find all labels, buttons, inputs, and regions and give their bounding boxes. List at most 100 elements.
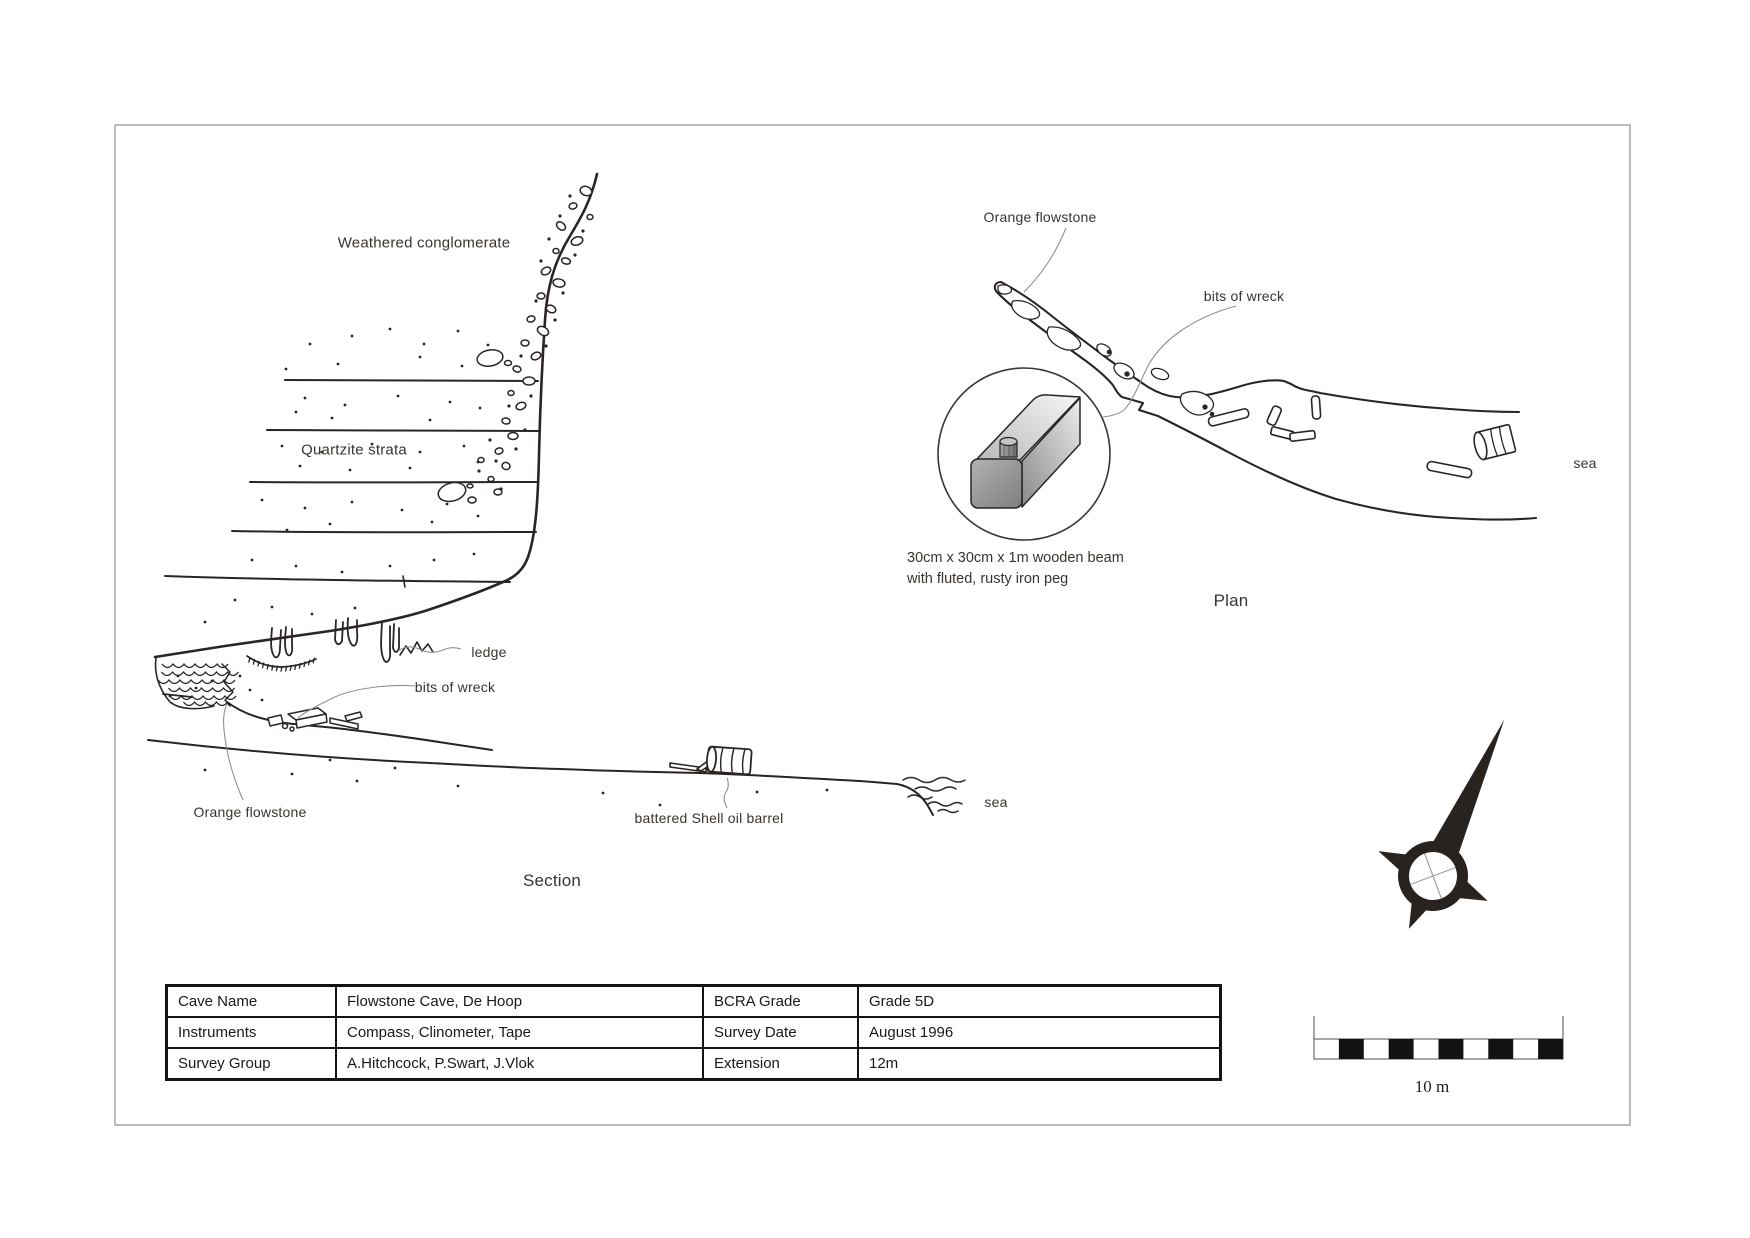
conglomerate-grit [488, 438, 492, 442]
conglomerate-grit [523, 428, 527, 432]
plan-wreck-leader [1123, 305, 1237, 411]
rock-speckle [370, 442, 374, 446]
rock-speckle [408, 466, 412, 470]
conglomerate-grit [494, 459, 498, 463]
conglomerate-pebble [560, 257, 572, 265]
bcra-grade-value: Grade 5D [857, 984, 1222, 1019]
rock-speckle [348, 468, 352, 472]
rock-speckle [400, 508, 404, 512]
rock-speckle [658, 803, 662, 807]
label-bits-of-wreck-plan: bits of wreck [1203, 288, 1285, 304]
ledge-zigzag [399, 641, 434, 656]
cave-name-value: Flowstone Cave, De Hoop [335, 984, 704, 1019]
rock-speckle [478, 406, 482, 410]
flowstone-scallops [169, 694, 237, 701]
rock-speckle [298, 464, 302, 468]
wooden-beam [970, 394, 1081, 509]
conglomerate-pebble [501, 461, 511, 471]
strata-tick [402, 575, 406, 588]
conglomerate-grit [561, 291, 565, 295]
rock-speckle [310, 612, 314, 616]
conglomerate-grit [568, 194, 572, 198]
conglomerate-pebble [540, 266, 552, 276]
section-view [147, 172, 966, 816]
rock-speckle [280, 444, 284, 448]
conglomerate-pebble [526, 315, 536, 323]
rock-speckle [260, 698, 264, 702]
extension-value: 12m [857, 1046, 1222, 1081]
section-wreck-bits [267, 707, 363, 732]
rock-speckle [233, 598, 237, 602]
plan-wreck-bits [1207, 395, 1517, 479]
instruments-label: Instruments [165, 1016, 337, 1049]
conglomerate-grit [544, 344, 548, 348]
rock-speckle [428, 418, 432, 422]
rock-speckle [456, 784, 460, 788]
rock-speckle [260, 498, 264, 502]
survey-date-value: August 1996 [857, 1016, 1222, 1049]
conglomerate-pebble [555, 221, 567, 231]
scale-bar-segments [1338, 1039, 1563, 1059]
flowstone-scallops [167, 686, 236, 693]
conglomerate-pebble [579, 185, 593, 197]
stalactite [334, 619, 344, 646]
conglomerate-pebble [467, 496, 477, 504]
stalactite [392, 623, 400, 653]
rock-speckle [422, 342, 426, 346]
sea-waves [902, 776, 966, 814]
stalactite [380, 621, 392, 663]
conglomerate-pebble [545, 304, 557, 314]
rock-speckle [330, 416, 334, 420]
label-quartzite-strata: Quartzite strata [301, 441, 407, 459]
rock-speckle [203, 768, 207, 772]
conglomerate-pebble [503, 359, 513, 367]
section-leaders [223, 646, 729, 809]
rock-speckle [248, 688, 252, 692]
rock-speckle [396, 394, 400, 398]
label-weathered-conglomerate: Weathered conglomerate [337, 234, 511, 252]
rock-speckle [194, 686, 198, 690]
bcra-grade-label: BCRA Grade [702, 984, 859, 1019]
rock-speckle [418, 450, 422, 454]
conglomerate-grit [477, 469, 481, 473]
flowstone-scallops [160, 670, 240, 677]
rock-speckle [460, 364, 464, 368]
oil-barrel [706, 745, 753, 776]
rock-speckle [238, 674, 242, 678]
plan-title: Plan [1213, 591, 1249, 610]
rock-speckle [432, 558, 436, 562]
table-row: Cave Name Flowstone Cave, De Hoop BCRA G… [165, 984, 1222, 1019]
rock-speckle [462, 444, 466, 448]
conglomerate-pebble [536, 292, 546, 300]
conglomerate-pebble [536, 325, 550, 337]
instruments-value: Compass, Clinometer, Tape [335, 1016, 704, 1049]
stalactite [346, 617, 359, 647]
conglomerate-pebble [568, 202, 578, 210]
rock-speckle [203, 620, 207, 624]
section-title: Section [522, 871, 582, 890]
beam-caption-line2: with fluted, rusty iron peg [907, 571, 1069, 587]
rock-speckle [601, 791, 605, 795]
rock-speckle [303, 506, 307, 510]
rock-speckle [294, 410, 298, 414]
table-row: Instruments Compass, Clinometer, Tape Su… [165, 1016, 1222, 1049]
flowstone-scallops [161, 662, 229, 669]
rock-speckle [303, 396, 307, 400]
stalactite [270, 627, 282, 659]
flowstone-scallops [157, 678, 236, 685]
conglomerate-grit [507, 404, 511, 408]
rock-speckle [294, 564, 298, 568]
conglomerate-pebble [494, 447, 504, 455]
conglomerate-pebble [586, 213, 594, 221]
conglomerate-pebble [512, 365, 522, 373]
rock-speckle [340, 570, 344, 574]
rock-speckle [284, 367, 288, 371]
conglomerate-pebble [530, 351, 542, 361]
conglomerate-grit [558, 214, 562, 218]
ledge-leader [397, 646, 462, 653]
conglomerate-grit [529, 394, 533, 398]
rock-speckle [328, 522, 332, 526]
north-arrow [1378, 719, 1505, 929]
conglomerate-grit [553, 318, 557, 322]
